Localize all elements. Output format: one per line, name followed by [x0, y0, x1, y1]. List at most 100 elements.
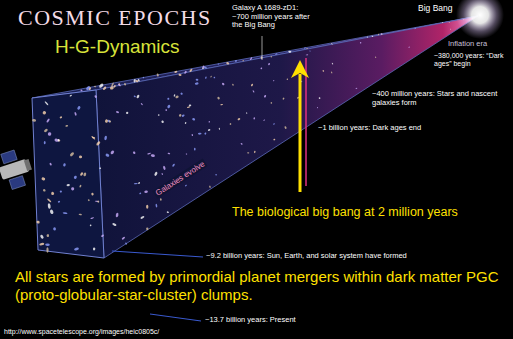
galaxy-dot — [194, 148, 196, 151]
galaxy-dot — [59, 190, 62, 193]
galaxy-dot — [116, 111, 119, 114]
galaxy-dot — [49, 162, 52, 165]
galaxy-note: Galaxy A 1689-zD1: ~700 million years af… — [232, 4, 316, 30]
galaxy-dot — [154, 171, 158, 176]
galaxy-dot — [121, 236, 125, 240]
galaxy-dot — [46, 247, 48, 253]
epoch-label: ~13.7 billion years: Present — [205, 316, 296, 325]
galaxy-dot — [195, 79, 198, 81]
galaxy-dot — [208, 121, 210, 123]
galaxy-dot — [360, 42, 362, 44]
galaxy-dot — [32, 119, 36, 122]
galaxy-dot — [91, 192, 94, 195]
galaxy-dot — [246, 112, 248, 114]
galaxy-dot — [151, 154, 156, 157]
galaxy-dot — [47, 203, 50, 209]
galaxy-dot — [221, 82, 224, 86]
epoch-label: ~400 million years: Stars and nascent ga… — [372, 90, 504, 107]
galaxy-dot — [43, 189, 46, 192]
galaxy-dot — [102, 86, 106, 91]
galaxy-dot — [66, 184, 70, 187]
galaxy-dot — [172, 163, 176, 167]
galaxy-dot — [88, 87, 91, 90]
galaxy-dot — [218, 63, 220, 64]
leader-line — [112, 251, 203, 257]
leader-line — [262, 36, 263, 60]
epoch-label: ~380,000 years: “Dark ages” begin — [434, 52, 508, 68]
galaxy-dot — [163, 166, 166, 171]
galaxy-dot — [80, 89, 83, 92]
galaxy-dot — [95, 200, 100, 202]
galaxy-dot — [209, 185, 211, 188]
title: COSMIC EPOCHS — [18, 5, 212, 31]
galaxy-dot — [51, 192, 55, 196]
cone-front-face — [32, 90, 104, 258]
galaxy-dot — [46, 234, 49, 237]
galaxy-dot — [45, 243, 50, 246]
galaxy-dot — [247, 152, 249, 154]
galaxy-dot — [229, 123, 231, 125]
galaxy-dot — [232, 84, 234, 86]
galaxy-dot — [133, 79, 136, 83]
galaxy-dot — [442, 22, 443, 24]
galaxy-dot — [309, 50, 310, 51]
galaxy-dot — [146, 205, 148, 209]
galaxy-dot — [191, 134, 193, 137]
galaxy-field — [32, 19, 464, 253]
galaxy-dot — [192, 117, 196, 121]
galaxy-dot — [63, 212, 68, 215]
galaxy-dot — [63, 163, 66, 167]
galaxy-dot — [186, 153, 188, 155]
subtitle: H-G-Dynamics — [55, 36, 180, 58]
galaxy-dot — [44, 101, 49, 106]
galaxy-dot — [54, 138, 59, 142]
galaxy-dot — [90, 217, 94, 219]
galaxy-dot — [242, 60, 244, 62]
galaxy-dot — [77, 105, 81, 110]
galaxy-dot — [47, 132, 51, 136]
galaxy-dot — [319, 97, 321, 99]
galaxy-dot — [36, 220, 40, 224]
galaxy-dot — [288, 51, 291, 54]
galaxy-dot — [210, 76, 212, 78]
galaxy-dot — [181, 114, 185, 117]
galaxy-dot — [92, 137, 95, 139]
galaxy-dot — [174, 70, 178, 73]
galaxy-dot — [178, 74, 181, 76]
galaxy-dot — [273, 123, 275, 125]
galaxy-dot — [220, 104, 223, 106]
galaxy-dot — [44, 141, 46, 144]
galaxy-dot — [104, 136, 107, 141]
galaxy-dot — [105, 153, 110, 157]
galaxy-dot — [74, 112, 77, 116]
galaxy-dot — [59, 116, 62, 119]
galaxy-dot — [263, 119, 265, 121]
galaxy-dot — [58, 200, 61, 203]
galaxy-dot — [306, 48, 307, 49]
galaxy-dot — [235, 60, 238, 63]
galaxy-dot — [167, 153, 170, 155]
galaxy-dot — [53, 227, 56, 230]
galaxy-dot — [252, 90, 254, 93]
galaxy-dot — [371, 35, 373, 37]
galaxy-dot — [189, 104, 192, 106]
galaxy-dot — [105, 119, 109, 123]
galaxy-dot — [47, 198, 52, 203]
galaxy-dot — [97, 200, 99, 203]
galaxy-dot — [408, 46, 410, 48]
galaxy-dot — [96, 141, 101, 146]
galaxy-dot — [146, 227, 148, 230]
yellow-arrow-head — [291, 60, 309, 78]
galaxy-dot — [73, 175, 77, 179]
galaxy-dot — [380, 33, 382, 35]
galaxy-dot — [83, 172, 87, 176]
galaxy-dot — [208, 129, 211, 132]
galaxy-dot — [144, 190, 148, 193]
epoch-label: ~9.2 billion years: Sun, Earth, and sola… — [206, 252, 407, 261]
galaxy-dot — [125, 242, 127, 245]
galaxy-dot — [42, 110, 47, 115]
galaxy-dot — [79, 155, 82, 158]
galaxy-dot — [57, 139, 59, 142]
galaxy-dot — [381, 33, 383, 35]
galaxy-dot — [251, 83, 254, 86]
